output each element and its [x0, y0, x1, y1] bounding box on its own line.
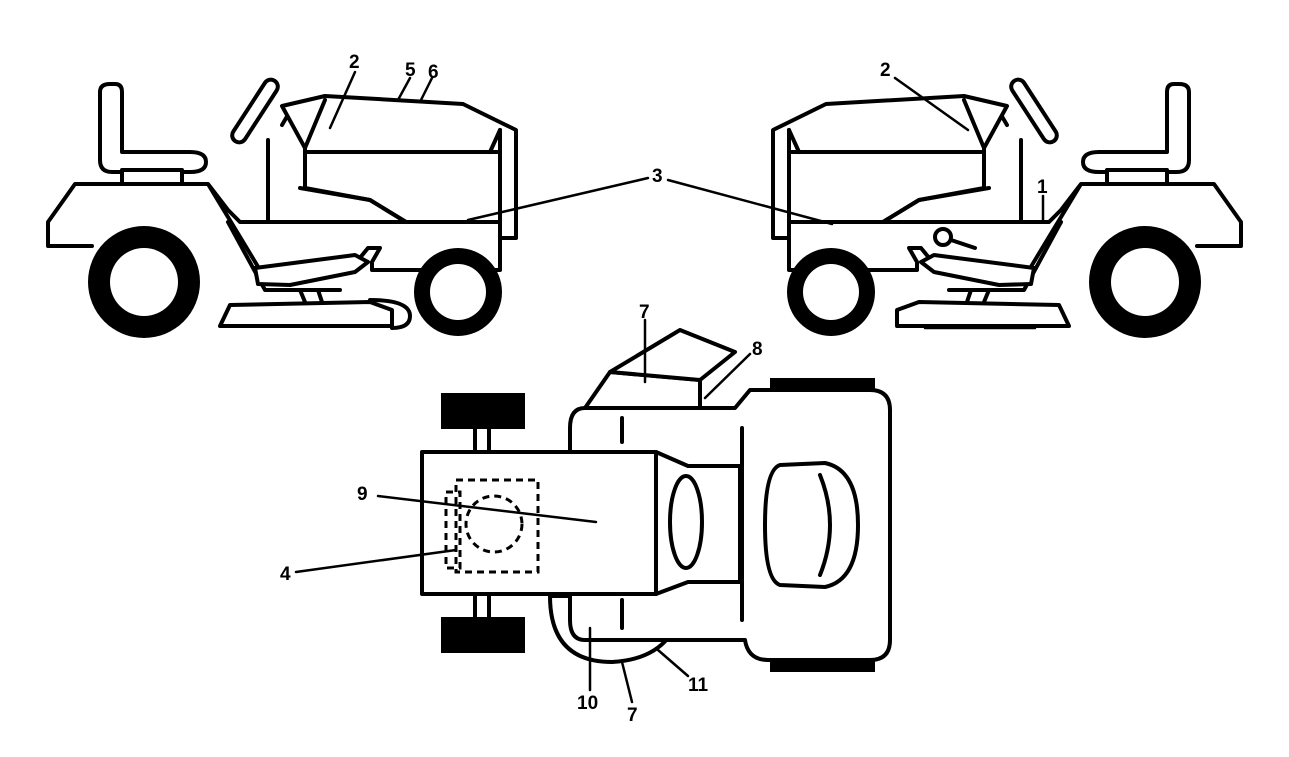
callout-6: 6 [428, 62, 439, 83]
hood-right [771, 94, 1009, 240]
front-wheel-left [414, 248, 502, 336]
steering-wheel-right [995, 77, 1059, 224]
seat-left [98, 82, 208, 186]
callout-9: 9 [357, 484, 368, 505]
brake-pedal-right [933, 227, 977, 250]
callout-3: 3 [652, 166, 663, 187]
hood-left [280, 94, 518, 240]
engine-outline-dashed [444, 478, 540, 574]
rear-wheel-right [1089, 226, 1201, 338]
rear-wheel-left [88, 226, 200, 338]
footrest-right [919, 253, 1036, 287]
seat-top [763, 461, 860, 589]
front-wheel-top-lower [441, 617, 525, 653]
callout-8: 8 [752, 339, 763, 360]
front-wheel-top-upper [441, 393, 525, 429]
footrest-left [253, 253, 370, 287]
steering-wheel-left [230, 77, 294, 224]
leader-lines [294, 70, 1045, 704]
tractor-left-side-view [46, 77, 518, 338]
tractor-top-view [420, 328, 892, 672]
callout-5: 5 [405, 60, 416, 81]
tractor-right-side-view [771, 77, 1243, 338]
callout-10: 10 [577, 693, 598, 714]
seat-right [1081, 82, 1191, 186]
callout-2-right: 2 [880, 60, 891, 81]
callout-7-top: 7 [639, 302, 650, 323]
mower-deck-right [895, 288, 1071, 330]
callout-1: 1 [1037, 177, 1048, 198]
callout-4: 4 [280, 564, 291, 585]
discharge-chute [583, 328, 737, 410]
mower-deck-left [218, 288, 412, 330]
callout-11: 11 [688, 675, 709, 696]
front-wheel-right [787, 248, 875, 336]
callout-2-left: 2 [349, 52, 360, 73]
callout-7-bottom: 7 [627, 705, 638, 726]
